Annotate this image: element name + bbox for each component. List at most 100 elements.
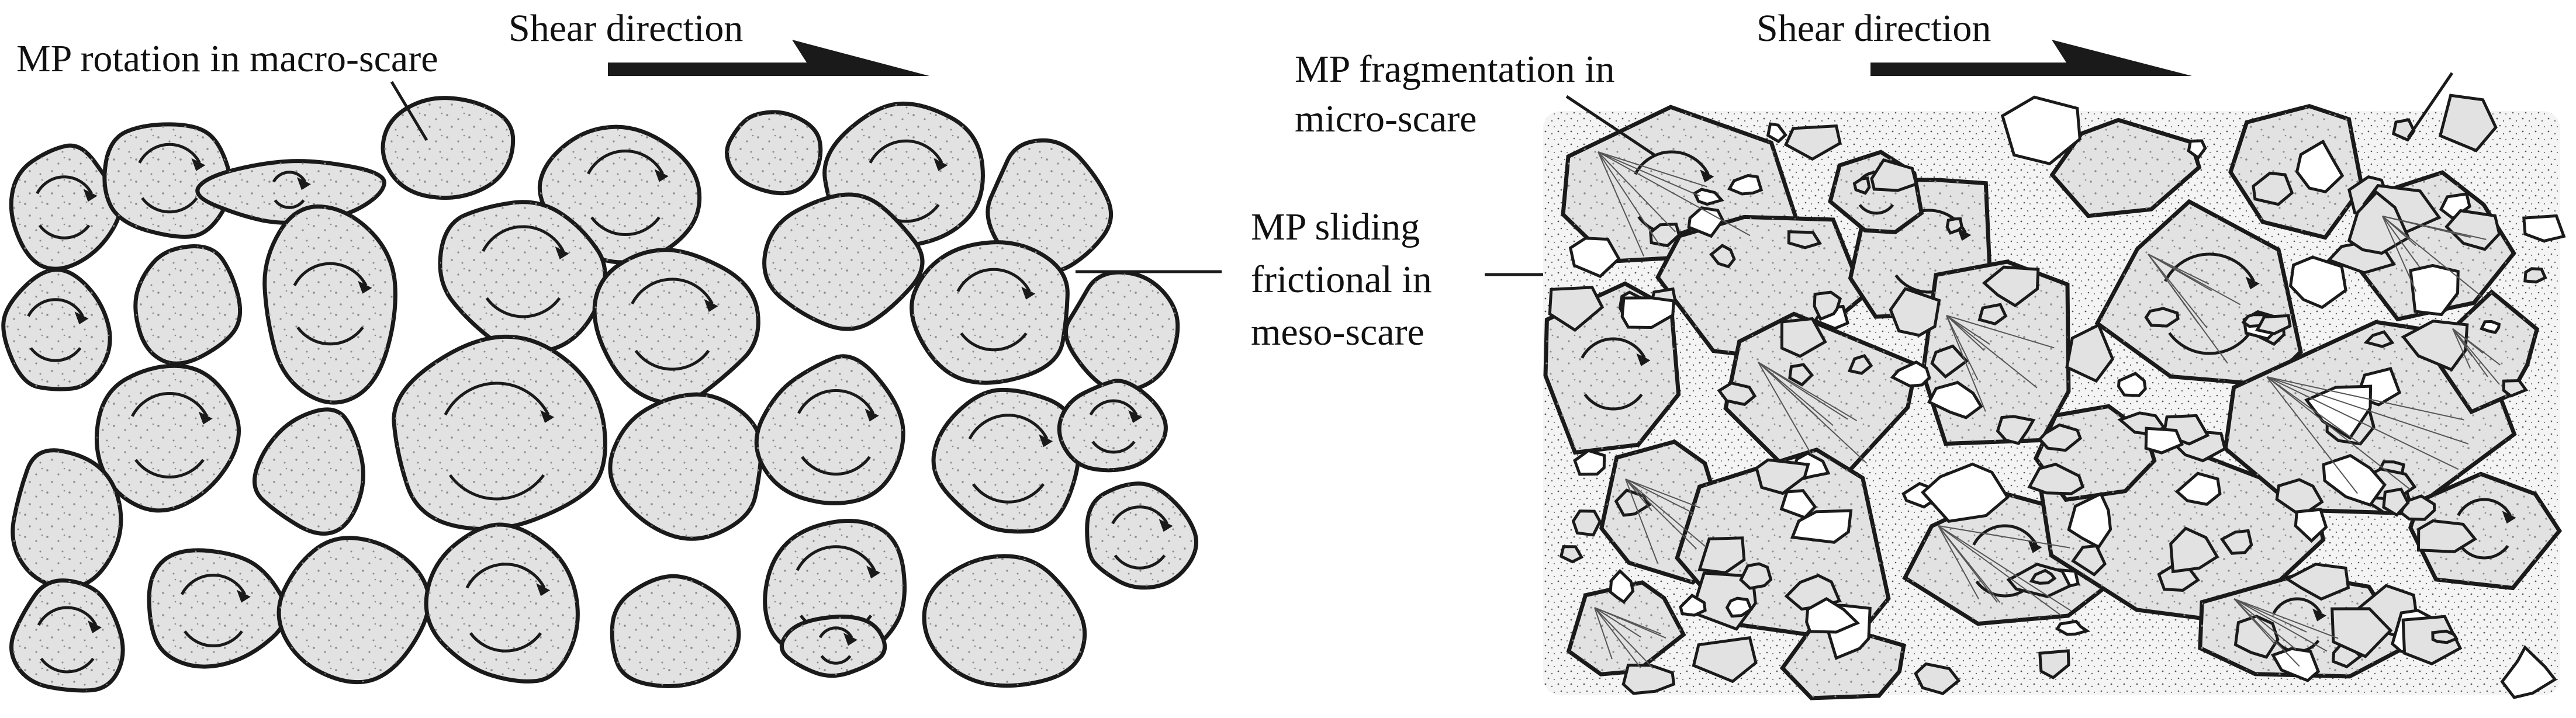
right-small-fragment-9: [2065, 322, 2115, 383]
left-particle-speckle-18: [393, 337, 606, 529]
right-small-fragment-28: [1727, 174, 1764, 196]
right-fracture-line-18-3: [2233, 598, 2276, 645]
right-large-fragment-speckle-6: [2097, 202, 2301, 385]
right-small-fragment-119: [2255, 314, 2292, 335]
top-right-leader-line: [2406, 72, 2454, 138]
right-small-fragment-79: [1621, 663, 1676, 695]
left-rotation-arrow-2-lower: [274, 199, 305, 209]
right-fracture-line-14-4: [2266, 376, 2411, 490]
left-particle-speckle-29: [924, 556, 1085, 686]
right-small-fragment-65: [1717, 381, 1757, 406]
left-particle-assembly: [1, 96, 1199, 693]
right-large-fragment-speckle-17: [1782, 625, 1904, 698]
right-fracture-line-2-4: [1758, 362, 1834, 426]
left-rotation-arrow-14-lower: [960, 332, 1028, 352]
left-rotation-arrow-8: [27, 298, 84, 317]
left-rotation-arrow-18: [444, 381, 550, 416]
left-particle-speckle-2: [197, 161, 385, 223]
left-rotation-arrow-2: [272, 171, 307, 183]
left-rotation-arrow-24-lower: [184, 630, 243, 647]
left-rotation-arrow-12-head: [704, 299, 718, 313]
right-small-fragment-78: [2431, 629, 2459, 644]
left-rotation-arrow-8-head: [74, 311, 89, 325]
left-rotation-arrow-14-head: [1021, 286, 1036, 300]
right-fracture-line-12-4: [1938, 525, 2070, 549]
right-small-fragment-56: [1687, 206, 1725, 238]
right-fracture-line-6-3: [2148, 254, 2210, 285]
right-small-fragment-104: [2174, 471, 2222, 506]
right-small-fragment-3: [1709, 244, 1736, 269]
right-rotation-arrow-15-head: [2502, 511, 2516, 524]
left-rotation-arrow-10: [293, 262, 368, 286]
right-small-fragment-63: [2270, 647, 2321, 682]
right-fracture-line-2-2: [1758, 362, 1858, 421]
right-small-fragment-70: [2144, 426, 2184, 455]
right-small-fragment-50: [2295, 139, 2345, 194]
left-particle-speckle-24: [149, 550, 286, 667]
right-fracture-line-14-5: [2266, 376, 2469, 445]
left-particle-speckle-7: [987, 140, 1111, 273]
right-small-fragment-84: [1890, 360, 1931, 388]
sliding-label-line3: meso-scare: [1251, 311, 1424, 353]
right-large-fragment-speckle-15: [2410, 474, 2560, 588]
right-fracture-line-2-5: [1758, 362, 1868, 464]
left-rotation-arrow-18-head: [540, 410, 555, 424]
right-small-fragment-93: [2187, 139, 2207, 160]
right-fracture-line-6-5: [2148, 254, 2212, 292]
right-fracture-line-20-5: [2452, 328, 2488, 377]
left-rotation-arrow-6: [869, 139, 943, 164]
right-fracture-line-20-4: [2452, 328, 2500, 385]
fragmentation-label-line1: MP fragmentation in: [1295, 48, 1614, 91]
left-rotation-arrow-21: [968, 414, 1049, 440]
left-rotation-arrow-12-lower: [634, 349, 710, 371]
right-fracture-line-4-2: [1946, 315, 1985, 351]
right-small-fragment-66: [1852, 176, 1871, 195]
right-small-fragment-118: [2038, 423, 2082, 452]
right-small-fragment-32: [1559, 545, 1584, 564]
left-particle-speckle-22: [1059, 380, 1166, 470]
right-small-fragment-20: [1930, 344, 1969, 379]
right-rotation-arrow-9: [1581, 337, 1646, 359]
left-rotation-arrow-32-lower: [820, 655, 852, 665]
right-fracture-line-4-0: [1946, 315, 1986, 412]
fragmentation-leader-line: [1565, 95, 1655, 157]
right-small-fragment-94: [2409, 263, 2460, 317]
left-rotation-arrow-31: [37, 606, 98, 626]
right-large-fragment-speckle-2: [1726, 314, 1917, 473]
left-particle-speckle-31: [11, 580, 123, 691]
right-small-fragment-111: [1739, 562, 1773, 590]
sliding-label-line2: frictional in: [1251, 258, 1432, 301]
right-small-fragment-64: [2363, 330, 2395, 348]
right-small-fragment-87: [2252, 171, 2294, 206]
right-rotation-arrow-0-head: [1700, 169, 1714, 183]
right-small-fragment-53: [2416, 519, 2477, 553]
left-rotation-arrow-21-lower: [971, 483, 1045, 504]
right-small-fragment-8: [2000, 95, 2081, 166]
right-fracture-line-16-0: [1594, 607, 1641, 638]
left-particle-speckle-26: [426, 524, 578, 682]
right-fracture-line-10-0: [1625, 478, 1697, 549]
right-fracture-line-10-4: [1625, 478, 1658, 564]
left-rotation-arrow-0: [36, 175, 93, 195]
right-small-fragment-90: [2438, 93, 2498, 152]
left-rotation-arrow-16-head: [198, 411, 213, 425]
right-rotation-arrow-21-lower: [1858, 204, 1894, 215]
right-fracture-line-14-1: [2266, 376, 2464, 421]
left-rotation-arrow-26-head: [536, 583, 551, 596]
left-rotation-arrow-10-lower: [296, 326, 364, 346]
right-fracture-line-18-0: [2233, 598, 2328, 652]
left-particle-speckle-8: [3, 269, 110, 390]
left-rotation-arrow-20: [797, 389, 874, 414]
left-particle-speckle-32: [782, 616, 885, 676]
right-small-fragment-41: [1788, 363, 1814, 387]
left-rotation-arrow-31-head: [88, 620, 102, 634]
right-small-fragment-110: [1783, 124, 1842, 161]
left-rotation-arrow-10-head: [358, 280, 372, 294]
left-rotation-arrow-20-lower: [801, 456, 871, 476]
left-rotation-arrow-28: [796, 545, 876, 571]
right-small-fragment-18: [2401, 320, 2469, 372]
right-small-fragment-6: [1945, 217, 1963, 235]
right-fracture-lines: [1594, 151, 2501, 669]
right-small-fragment-31: [1692, 636, 1758, 684]
rotation-leader-line: [390, 81, 428, 141]
